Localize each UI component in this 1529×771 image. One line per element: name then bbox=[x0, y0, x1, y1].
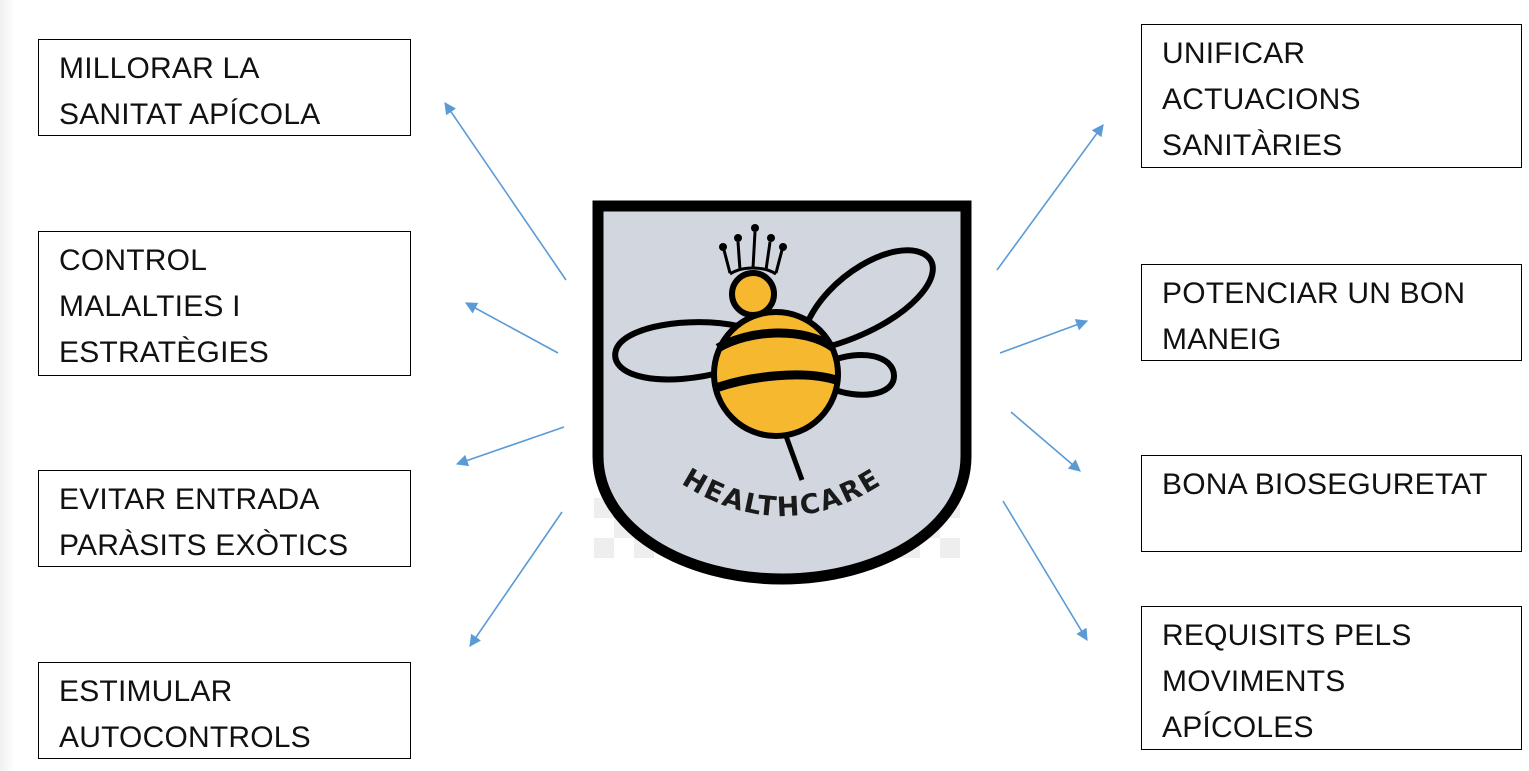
box-control-malalties: CONTROL MALALTIES I ESTRATÈGIES bbox=[38, 231, 411, 376]
box-line: ESTIMULAR bbox=[59, 675, 233, 708]
box-line: MANEIG bbox=[1162, 323, 1282, 356]
box-line: SANITÀRIES bbox=[1162, 129, 1343, 162]
box-line: UNIFICAR bbox=[1162, 37, 1306, 70]
arrow-to-unificar-actuacions bbox=[996, 124, 1104, 271]
box-line: ACTUACIONS bbox=[1162, 83, 1361, 116]
arrow-to-bona-bioseguretat bbox=[1010, 411, 1081, 472]
box-line: BONA BIOSEGURETAT bbox=[1162, 468, 1488, 501]
arrow-to-requisits-moviments bbox=[1002, 500, 1088, 642]
box-line: EVITAR ENTRADA bbox=[59, 483, 320, 516]
arrow-to-control-malalties bbox=[464, 302, 559, 354]
box-evitar-parasits: EVITAR ENTRADA PARÀSITS EXÒTICS bbox=[38, 470, 411, 567]
box-potenciar-maneig: POTENCIAR UN BON MANEIG bbox=[1141, 264, 1522, 361]
bee-head bbox=[729, 270, 777, 318]
box-line: MOVIMENTS bbox=[1162, 665, 1346, 698]
bee-stripe bbox=[715, 328, 837, 352]
box-line: POTENCIAR UN BON bbox=[1162, 277, 1466, 310]
left-wing bbox=[612, 319, 742, 383]
arrow-to-potenciar-maneig bbox=[999, 319, 1089, 354]
box-line: SANITAT APÍCOLA bbox=[59, 98, 321, 131]
crown-icon bbox=[722, 231, 784, 276]
box-estimular-autocontrols: ESTIMULAR AUTOCONTROLS bbox=[38, 662, 411, 759]
healthcare-bee-logo: HEALTHCARE bbox=[592, 200, 972, 585]
box-line: PARÀSITS EXÒTICS bbox=[59, 529, 349, 562]
left-edge-strip bbox=[0, 0, 14, 771]
box-bona-bioseguretat: BONA BIOSEGURETAT bbox=[1141, 455, 1522, 552]
box-line: AUTOCONTROLS bbox=[59, 721, 311, 754]
arrow-to-millorar-sanitat bbox=[444, 102, 567, 281]
box-line: APÍCOLES bbox=[1162, 711, 1314, 744]
box-line: REQUISITS PELS bbox=[1162, 619, 1412, 652]
arrow-to-estimular-autocontrols bbox=[469, 511, 563, 647]
box-line: ESTRATÈGIES bbox=[59, 336, 270, 369]
right-wing bbox=[802, 247, 936, 352]
box-unificar-actuacions: UNIFICAR ACTUACIONS SANITÀRIES bbox=[1141, 24, 1522, 168]
box-line: MALALTIES I bbox=[59, 290, 241, 323]
box-line: MILLORAR LA bbox=[59, 52, 260, 85]
box-requisits-moviments: REQUISITS PELS MOVIMENTS APÍCOLES bbox=[1141, 606, 1522, 750]
lower-right-wing bbox=[824, 352, 898, 398]
box-millorar-sanitat: MILLORAR LA SANITAT APÍCOLA bbox=[38, 39, 411, 136]
bee-stripe bbox=[714, 370, 838, 393]
bee-stinger bbox=[783, 435, 805, 481]
arrow-to-evitar-parasits bbox=[455, 426, 565, 467]
box-line: CONTROL bbox=[59, 244, 208, 277]
